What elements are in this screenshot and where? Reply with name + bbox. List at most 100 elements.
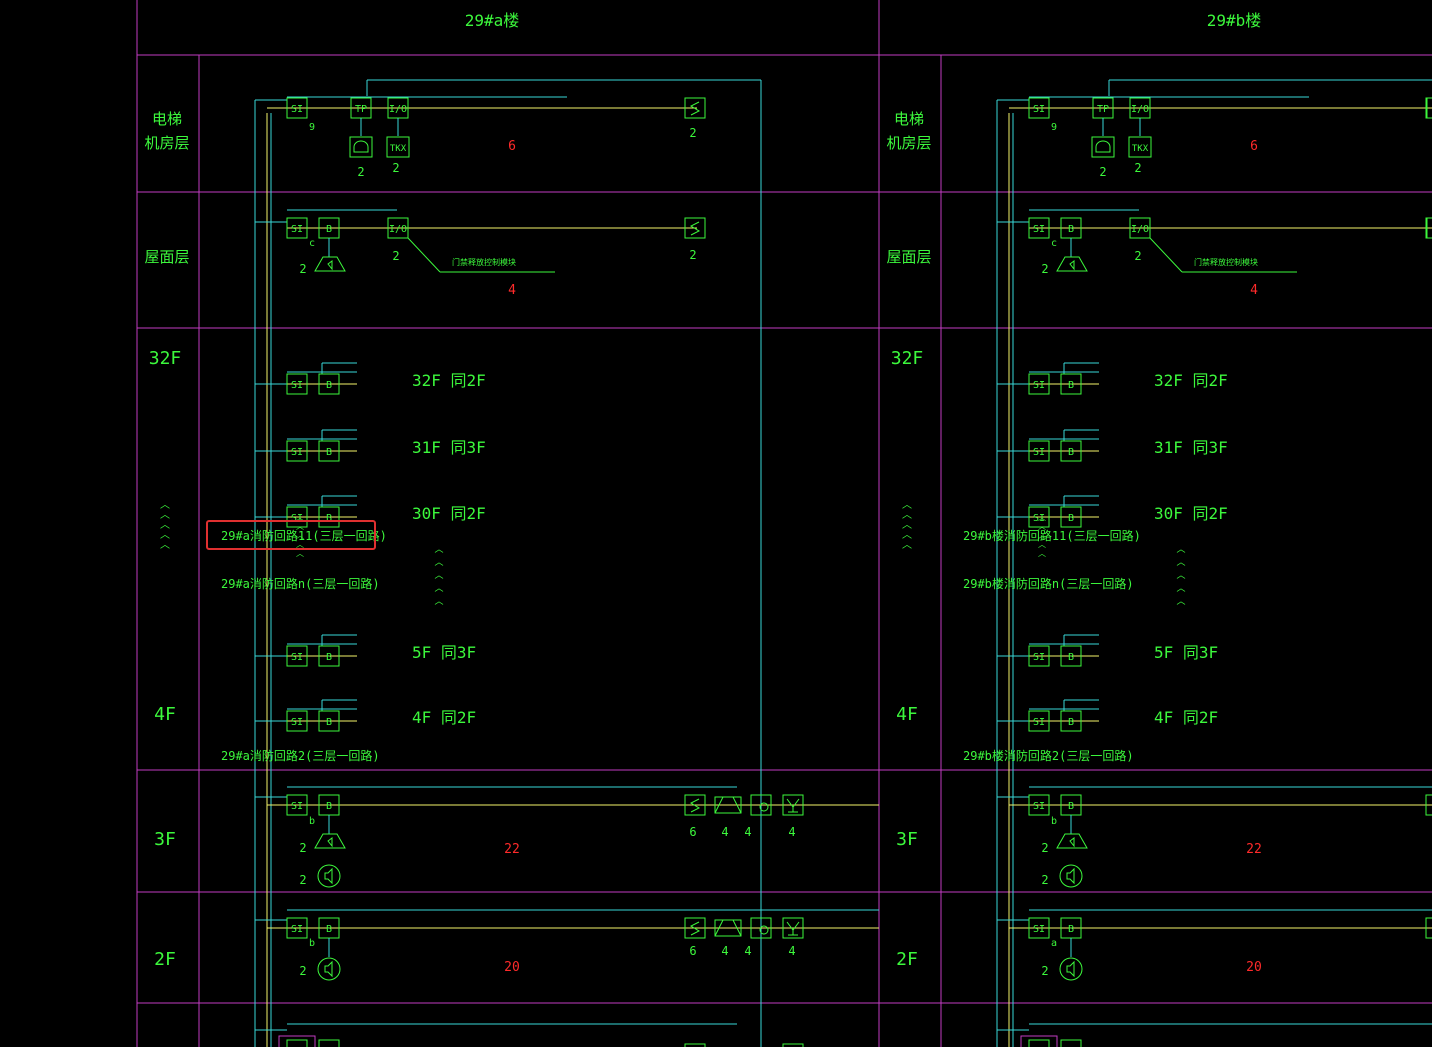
module-si-icon: SI [1028,794,1050,816]
module-b-icon-text: B [1068,801,1074,812]
valve-icon [750,917,772,939]
tkx-icon-text: TKX [1132,144,1149,154]
module-si-icon: SI [1028,710,1050,732]
module-b-icon-text: B [1068,652,1074,663]
module-si-icon [1028,1039,1050,1047]
module-b-icon-text: B [326,224,332,235]
module-si-icon: SI [1028,645,1050,667]
floor-ref-text: 32F 同2F [1154,371,1228,390]
module-b-icon: B [1060,373,1082,395]
module-b-icon-text: B [1068,447,1074,458]
count: 2 [1134,161,1141,175]
note-text: 门禁释放控制模块 [452,257,516,267]
module-si-icon-text: SI [1033,652,1045,663]
module-b-icon-text: B [1068,717,1074,728]
module-tp-icon-text: TP [1097,104,1109,115]
total-count: 20 [1246,960,1262,975]
count: 4 [788,944,795,958]
bus-tag-b: B [973,1022,980,1036]
sub-label: a [1051,938,1057,949]
module-si-icon: SI [286,97,308,119]
loop-label: 29#b楼消防回路11(三层一回路) [963,528,1141,543]
module-si-icon-text: SI [291,924,303,935]
speaker-icon [1059,957,1083,981]
tkx-icon: TKX [386,136,410,158]
module-b-icon: B [1060,440,1082,462]
floor-label: 屋面层 [144,248,189,266]
count: 4 [744,825,751,839]
horn-icon [314,833,346,849]
module-si-icon-text: SI [1033,104,1045,115]
module-si-icon: SI [286,440,308,462]
floor-ref-text: 5F 同3F [1154,643,1218,662]
module-io-icon: I/O [1129,217,1151,239]
floor-label: 4F [154,704,176,725]
note-text: 门禁释放控制模块 [1194,257,1258,267]
vertical-ellipsis-icon: ︿︿︿︿︿ [296,513,304,558]
module-b-icon-text: B [1068,924,1074,935]
phone-icon [1091,136,1115,158]
module-b-icon-text: B [1068,224,1074,235]
floor-label: 2F [154,949,176,970]
count: 4 [721,944,728,958]
module-b-icon-text: B [326,924,332,935]
module-si-icon: SI [286,794,308,816]
module-si-icon: SI [286,917,308,939]
count: 2 [1099,165,1106,179]
module-si-icon: SI [1028,217,1050,239]
module-si-icon-text: SI [291,652,303,663]
floor-ref-text: 4F 同2F [412,708,476,727]
flow-switch-icon [684,917,706,939]
speaker-icon [317,864,341,888]
module-si-icon-text: SI [1033,801,1045,812]
sub-label: 9 [1051,122,1057,133]
sub-label: 9 [309,122,315,133]
floor-label: 32F [891,348,924,369]
valve-icon [714,919,742,937]
floor-ref-text: 5F 同3F [412,643,476,662]
module-frame [278,1035,316,1047]
bus-tag-b: B [231,664,238,678]
floor-ref-text: 4F 同2F [1154,708,1218,727]
total-count: 4 [1250,283,1258,298]
loop-label: 29#a消防回路n(三层一回路) [221,576,380,591]
module-b-icon: B [318,645,340,667]
module-si-icon: SI [286,710,308,732]
module-b-icon: B [318,710,340,732]
count: 4 [721,825,728,839]
antenna-icon [782,917,804,939]
bus-tag-b: B [231,425,238,439]
floor-ref-text: 30F 同2F [1154,504,1228,523]
count: 2 [1041,262,1048,276]
bus-tag-b: B [973,664,980,678]
module-frame [1020,1035,1058,1047]
module-si-icon: SI [286,645,308,667]
module-si-icon-text: SI [291,447,303,458]
count: 2 [299,262,306,276]
leader-line [1149,237,1183,273]
module-b-icon-text: B [326,652,332,663]
bus-tag-b: B [973,425,980,439]
count: 4 [788,825,795,839]
total-count: 22 [504,842,520,857]
floor-ref-text: 31F 同3F [412,438,486,457]
module-b-icon: B [1060,645,1082,667]
floor-label: 32F [149,348,182,369]
count: 2 [689,248,696,262]
vertical-ellipsis-icon: ︿︿︿︿︿ [1176,545,1185,607]
bus-tag-b: B [973,544,980,558]
module-si-icon: SI [286,217,308,239]
count: 2 [357,165,364,179]
module-b-icon: B [318,506,340,528]
horn-icon [1056,256,1088,272]
building-title: 29#b楼 [1207,11,1262,30]
module-b-icon [318,1039,340,1047]
module-si-icon-text: SI [1033,224,1045,235]
total-count: 6 [508,139,516,154]
total-count: 4 [508,283,516,298]
module-si-icon: SI [286,373,308,395]
loop-label: 29#b楼消防回路n(三层一回路) [963,576,1134,591]
module-b-icon-text: B [326,513,332,524]
vertical-ellipsis-icon: ︿︿︿︿︿ [160,500,170,551]
flow-switch-icon [1426,217,1432,239]
